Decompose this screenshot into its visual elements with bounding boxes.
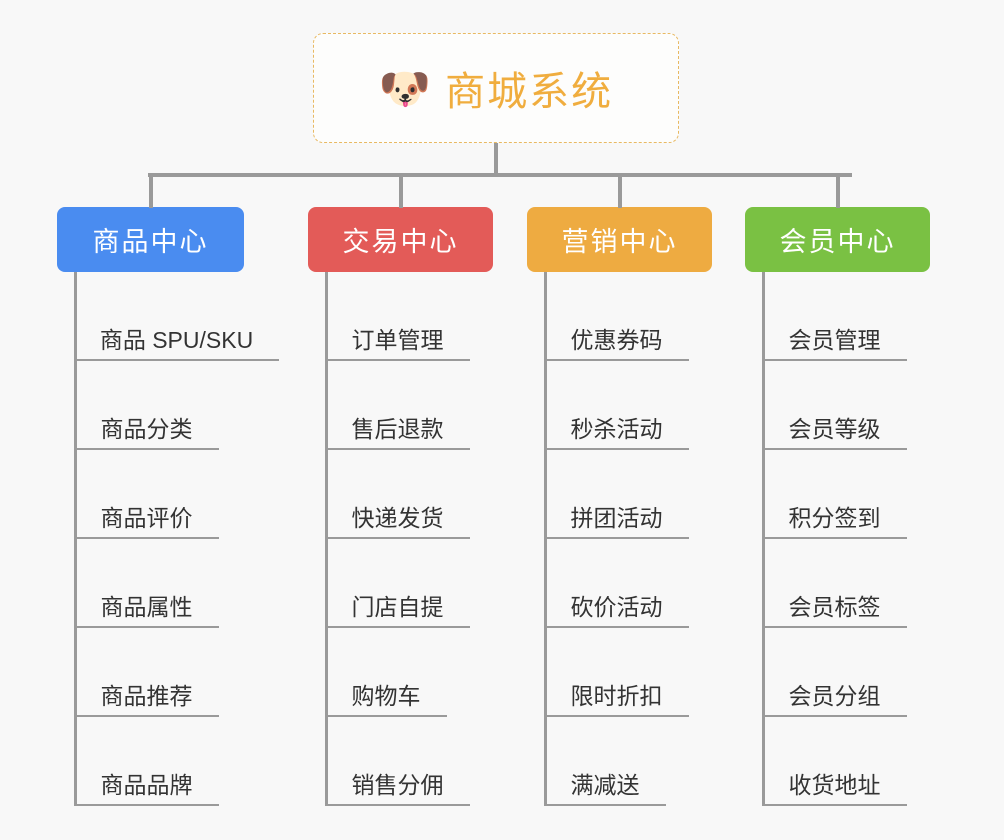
branch-spine-marketing-center <box>544 272 547 806</box>
connector-drop-member-center <box>835 173 840 208</box>
connector-drop-product-center <box>148 173 153 208</box>
leaf-item[interactable]: 订单管理 <box>325 272 470 361</box>
connector-drop-trade-center <box>398 173 403 208</box>
leaf-item[interactable]: 购物车 <box>325 628 447 717</box>
leaf-item-label: 收货地址 <box>788 772 881 799</box>
root-title: 商城系统 <box>445 70 614 114</box>
branch-header-label: 交易中心 <box>342 227 459 257</box>
leaf-item-label: 商品推荐 <box>100 683 193 710</box>
leaf-item[interactable]: 优惠券码 <box>544 272 689 361</box>
leaf-item-label: 秒杀活动 <box>570 416 663 443</box>
branch-header-label: 会员中心 <box>779 227 896 257</box>
leaf-item[interactable]: 商品属性 <box>74 539 219 628</box>
leaf-item-label: 商品属性 <box>100 594 193 621</box>
leaf-item-label: 砍价活动 <box>570 594 663 621</box>
leaf-item[interactable]: 积分签到 <box>762 450 907 539</box>
leaf-item-label: 商品 SPU/SKU <box>99 327 254 354</box>
leaf-item[interactable]: 满减送 <box>544 717 666 806</box>
branch-header-product-center[interactable]: 商品中心 <box>57 207 244 272</box>
branch-header-label: 营销中心 <box>561 227 678 257</box>
leaf-item-label: 售后退款 <box>351 416 444 443</box>
branch-header-trade-center[interactable]: 交易中心 <box>308 207 493 272</box>
branch-marketing-center: 营销中心优惠券码秒杀活动拼团活动砍价活动限时折扣满减送 <box>527 207 712 806</box>
leaf-item[interactable]: 会员标签 <box>762 539 907 628</box>
shiba-dog-emoji-icon: 🐶 <box>378 65 432 112</box>
leaf-item[interactable]: 商品推荐 <box>74 628 219 717</box>
branch-member-center: 会员中心会员管理会员等级积分签到会员标签会员分组收货地址 <box>745 207 930 806</box>
branch-header-marketing-center[interactable]: 营销中心 <box>527 207 712 272</box>
leaf-item-label: 会员分组 <box>788 683 881 710</box>
leaf-item[interactable]: 快递发货 <box>325 450 470 539</box>
leaf-item-label: 快递发货 <box>351 505 444 532</box>
leaf-item-label: 商品评价 <box>100 505 193 532</box>
leaf-item-label: 会员等级 <box>788 416 881 443</box>
branch-header-member-center[interactable]: 会员中心 <box>745 207 930 272</box>
leaf-item-label: 门店自提 <box>351 594 444 621</box>
leaf-item[interactable]: 门店自提 <box>325 539 470 628</box>
leaf-item[interactable]: 商品评价 <box>74 450 219 539</box>
leaf-item-label: 满减送 <box>570 772 640 799</box>
leaf-item-label: 拼团活动 <box>570 505 663 532</box>
leaf-item-label: 销售分佣 <box>351 772 444 799</box>
connector-drop-marketing-center <box>617 173 622 208</box>
leaf-item[interactable]: 售后退款 <box>325 361 470 450</box>
leaf-item-label: 订单管理 <box>351 327 444 354</box>
branch-product-center: 商品中心商品 SPU/SKU 商品分类商品评价商品属性商品推荐商品品牌 <box>57 207 279 806</box>
leaf-item-label: 购物车 <box>351 683 421 710</box>
leaf-item-label: 优惠券码 <box>570 327 663 354</box>
leaf-item[interactable]: 会员等级 <box>762 361 907 450</box>
connector-root-stem <box>494 143 498 176</box>
leaf-item[interactable]: 会员管理 <box>762 272 907 361</box>
leaf-item-label: 商品品牌 <box>100 772 193 799</box>
branch-spine-product-center <box>74 272 77 806</box>
leaf-item[interactable]: 砍价活动 <box>544 539 689 628</box>
leaf-item-label: 会员标签 <box>788 594 881 621</box>
leaf-item-label: 积分签到 <box>788 505 881 532</box>
leaf-item-label: 限时折扣 <box>570 683 663 710</box>
branch-spine-trade-center <box>325 272 328 806</box>
leaf-item[interactable]: 秒杀活动 <box>544 361 689 450</box>
leaf-item[interactable]: 商品 SPU/SKU <box>74 272 279 361</box>
leaf-item-label: 商品分类 <box>100 416 193 443</box>
leaf-item[interactable]: 限时折扣 <box>544 628 689 717</box>
leaf-item[interactable]: 拼团活动 <box>544 450 689 539</box>
connector-horizontal-bus <box>148 173 852 177</box>
branch-header-label: 商品中心 <box>92 227 209 257</box>
branch-spine-member-center <box>762 272 765 806</box>
leaf-item[interactable]: 会员分组 <box>762 628 907 717</box>
branch-trade-center: 交易中心订单管理售后退款快递发货门店自提购物车销售分佣 <box>308 207 493 806</box>
root-node[interactable]: 🐶 商城系统 <box>313 33 679 143</box>
leaf-item[interactable]: 商品品牌 <box>74 717 219 806</box>
leaf-item[interactable]: 销售分佣 <box>325 717 470 806</box>
leaf-item[interactable]: 商品分类 <box>74 361 219 450</box>
leaf-item-label: 会员管理 <box>788 327 881 354</box>
leaf-item[interactable]: 收货地址 <box>762 717 907 806</box>
